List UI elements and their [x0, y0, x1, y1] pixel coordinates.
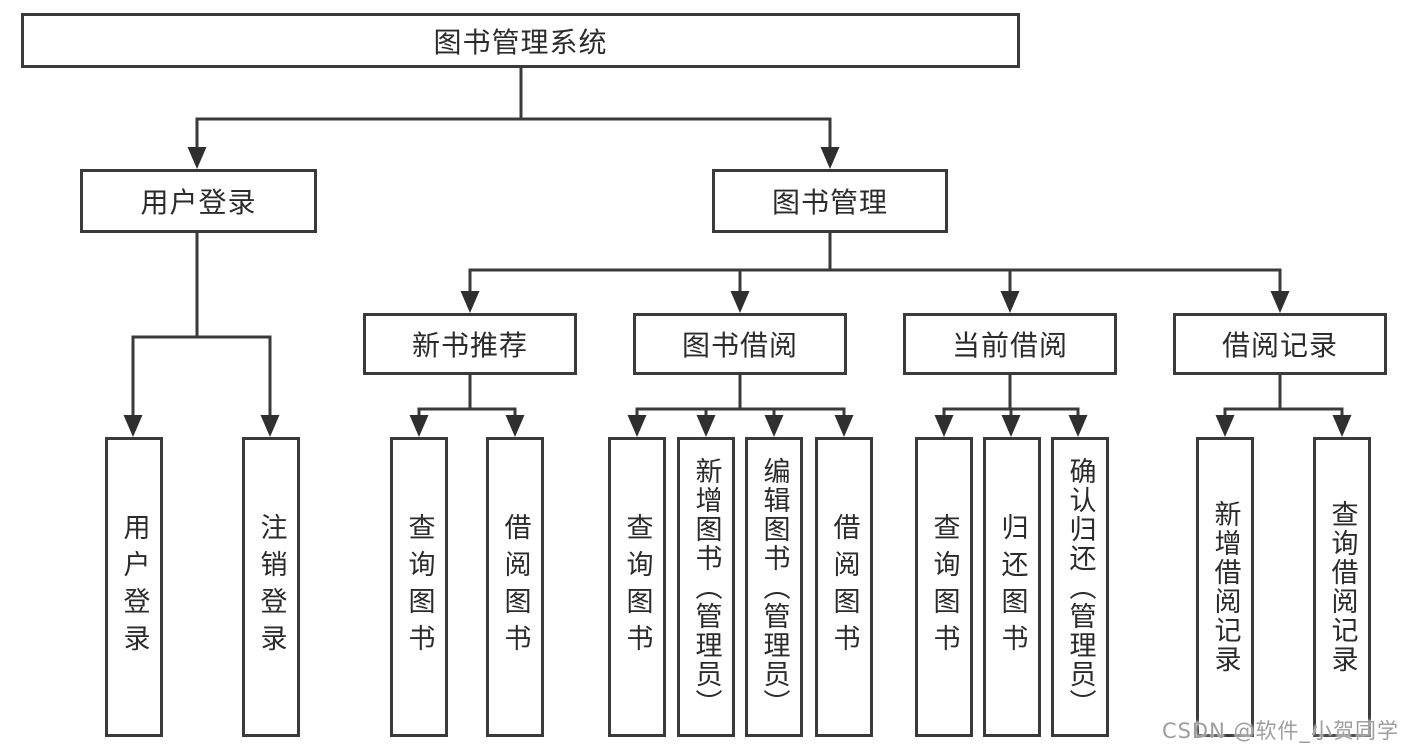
node-leaf-borrow-query-books: 查询图书 — [608, 437, 666, 737]
arrowhead-icon — [409, 415, 429, 437]
arrowhead-icon — [820, 147, 840, 169]
node-label: 注销登录 — [255, 513, 287, 661]
arrowhead-icon — [934, 415, 954, 437]
node-leaf-rec-query-books: 查询图书 — [390, 437, 448, 737]
node-label: 借阅图书 — [499, 513, 531, 661]
node-label: 新增借阅记录 — [1209, 500, 1241, 674]
node-label: 查询图书 — [621, 513, 653, 661]
node-leaf-return-books: 归还图书 — [983, 437, 1041, 737]
arrowhead-icon — [1001, 415, 1021, 437]
arrowhead-icon — [1332, 415, 1352, 437]
node-leaf-query-borrow-record: 查询借阅记录 — [1313, 437, 1371, 737]
node-label: 新增图书（管理员） — [690, 456, 722, 718]
node-label: 查询图书 — [403, 513, 435, 661]
node-leaf-edit-books-admin: 编辑图书（管理员） — [745, 437, 803, 737]
arrowhead-icon — [1068, 415, 1088, 437]
arrowhead-icon — [764, 415, 784, 437]
node-user-login: 用户登录 — [80, 169, 317, 233]
node-book-management: 图书管理 — [712, 169, 948, 233]
arrowhead-icon — [1270, 291, 1290, 313]
arrowhead-icon — [123, 415, 143, 437]
arrowhead-icon — [1215, 415, 1235, 437]
node-label: 归还图书 — [996, 513, 1028, 661]
node-current-borrow: 当前借阅 — [903, 313, 1117, 375]
arrowhead-icon — [696, 415, 716, 437]
node-leaf-user-login: 用户登录 — [105, 437, 163, 737]
node-leaf-add-borrow-record: 新增借阅记录 — [1196, 437, 1254, 737]
node-leaf-confirm-return-admin: 确认归还（管理员） — [1051, 437, 1109, 737]
node-leaf-rec-borrow-books: 借阅图书 — [486, 437, 544, 737]
node-label: 用户登录 — [118, 513, 150, 661]
arrowhead-icon — [730, 291, 750, 313]
node-leaf-borrow-borrow-books: 借阅图书 — [815, 437, 873, 737]
node-leaf-add-books-admin: 新增图书（管理员） — [677, 437, 735, 737]
watermark: CSDN @软件_小贺同学 — [1161, 719, 1399, 743]
arrowhead-icon — [834, 415, 854, 437]
node-root: 图书管理系统 — [21, 13, 1020, 68]
node-borrow-records: 借阅记录 — [1173, 313, 1387, 375]
arrowhead-icon — [187, 147, 207, 169]
node-label: 查询借阅记录 — [1326, 500, 1358, 674]
arrowhead-icon — [260, 415, 280, 437]
node-new-book-recommend: 新书推荐 — [363, 313, 577, 375]
node-leaf-current-query-books: 查询图书 — [915, 437, 973, 737]
arrowhead-icon — [505, 415, 525, 437]
node-book-borrow: 图书借阅 — [633, 313, 847, 375]
node-label: 查询图书 — [928, 513, 960, 661]
node-label: 编辑图书（管理员） — [758, 456, 790, 718]
arrowhead-icon — [1000, 291, 1020, 313]
node-leaf-logout: 注销登录 — [242, 437, 300, 737]
arrowhead-icon — [460, 291, 480, 313]
node-label: 借阅图书 — [828, 513, 860, 661]
arrowhead-icon — [627, 415, 647, 437]
node-label: 确认归还（管理员） — [1064, 456, 1096, 718]
